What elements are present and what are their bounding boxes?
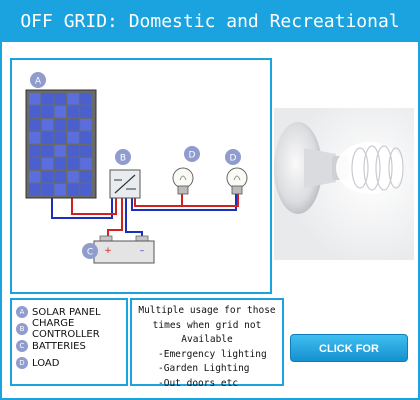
usage-text: Multiple usage for those times when grid…	[132, 304, 282, 391]
wiring	[51, 194, 239, 240]
wire-battery-red	[107, 198, 123, 240]
legend-label: LOAD	[32, 357, 60, 369]
usage-heading-line-2: times when grid not	[152, 319, 262, 331]
solar-cell	[67, 93, 79, 105]
click-for-products-button[interactable]: CLICK FOR PRODUCTS	[290, 334, 408, 383]
solar-cell	[54, 119, 66, 131]
battery-positive-sign: +	[104, 246, 112, 256]
svg-text:D: D	[230, 154, 237, 164]
svg-text:A: A	[35, 77, 42, 87]
solar-cell	[41, 119, 54, 131]
wire-panel-blue	[51, 197, 113, 219]
usage-item: -Garden Lighting	[158, 363, 250, 374]
light-bulb-icon	[226, 167, 248, 195]
solar-cell	[54, 171, 66, 183]
legend-item-solar-panel: A SOLAR PANEL	[16, 304, 101, 320]
solar-cell	[41, 171, 54, 183]
solar-panel-icon	[25, 89, 97, 199]
svg-text:B: B	[120, 154, 126, 164]
legend: A SOLAR PANEL B CHARGE CONTROLLER C BATT…	[10, 298, 128, 386]
solar-cell	[80, 93, 92, 105]
solar-cell	[67, 158, 79, 170]
solar-cell	[41, 93, 54, 105]
charge-controller-icon	[109, 169, 141, 199]
solar-cell	[54, 132, 66, 144]
solar-cell	[80, 171, 92, 183]
legend-item-charge-controller: B CHARGE CONTROLLER	[16, 318, 126, 340]
marker-c: C	[82, 243, 98, 259]
marker-d-1: D	[184, 146, 200, 162]
wire-panel-red	[71, 197, 117, 215]
badge-c: C	[16, 340, 28, 352]
cfl-bulb-photo	[274, 108, 414, 260]
solar-cell	[80, 145, 92, 157]
badge-b: B	[16, 323, 28, 335]
svg-text:C: C	[87, 248, 93, 258]
solar-cell	[29, 132, 41, 144]
solar-cell	[80, 106, 92, 118]
badge-a: A	[16, 306, 28, 318]
battery-icon: + –	[93, 235, 155, 264]
solar-cell	[29, 106, 41, 118]
solar-cell	[54, 145, 66, 157]
solar-cell	[29, 145, 41, 157]
solar-cell	[67, 145, 79, 157]
solar-cell	[41, 145, 54, 157]
solar-cell	[67, 171, 79, 183]
wire-load-blue	[131, 194, 237, 211]
usage-item: -Out doors etc	[158, 377, 239, 389]
usage-info: Multiple usage for those times when grid…	[130, 298, 284, 389]
solar-cell	[41, 132, 54, 144]
legend-label: CHARGE CONTROLLER	[32, 318, 100, 340]
light-bulb-icon	[172, 167, 194, 195]
solar-cell	[29, 171, 41, 183]
solar-cell	[54, 184, 66, 196]
wire-load-red-2	[182, 194, 239, 207]
marker-a: A	[30, 72, 46, 88]
solar-cell	[54, 158, 66, 170]
solar-cell	[54, 106, 66, 118]
badge-d: D	[16, 357, 28, 369]
solar-cell	[67, 119, 79, 131]
solar-cell	[41, 184, 54, 196]
marker-d-2: D	[225, 149, 241, 165]
solar-cell	[29, 158, 41, 170]
legend-label: SOLAR PANEL	[32, 306, 101, 318]
solar-cell	[80, 184, 92, 196]
solar-cell	[67, 184, 79, 196]
solar-cell	[29, 93, 41, 105]
legend-label: BATTERIES	[32, 340, 86, 352]
solar-cell	[80, 132, 92, 144]
solar-cell	[29, 184, 41, 196]
svg-text:D: D	[189, 151, 196, 161]
battery-negative-sign: –	[140, 246, 145, 256]
solar-cell	[67, 132, 79, 144]
system-diagram: + – A B C D D	[10, 58, 272, 294]
title-bar: OFF GRID: Domestic and Recreational	[2, 2, 418, 42]
usage-item: -Emergency lighting	[158, 348, 267, 360]
marker-b: B	[115, 149, 131, 165]
usage-heading-line-1: Multiple usage for those	[138, 305, 276, 316]
legend-item-load: D LOAD	[16, 355, 59, 371]
page-title: OFF GRID: Domestic and Recreational	[20, 11, 400, 32]
usage-heading-line-3: Available	[181, 334, 233, 345]
solar-cell	[29, 119, 41, 131]
solar-cell	[54, 93, 66, 105]
solar-cell	[41, 158, 54, 170]
legend-item-batteries: C BATTERIES	[16, 338, 86, 354]
diagram-svg: + – A B C D D	[25, 72, 248, 264]
wire-load-red-1	[134, 194, 183, 207]
solar-cell	[80, 119, 92, 131]
solar-cell	[80, 158, 92, 170]
solar-cell	[67, 106, 79, 118]
solar-cell	[41, 106, 54, 118]
